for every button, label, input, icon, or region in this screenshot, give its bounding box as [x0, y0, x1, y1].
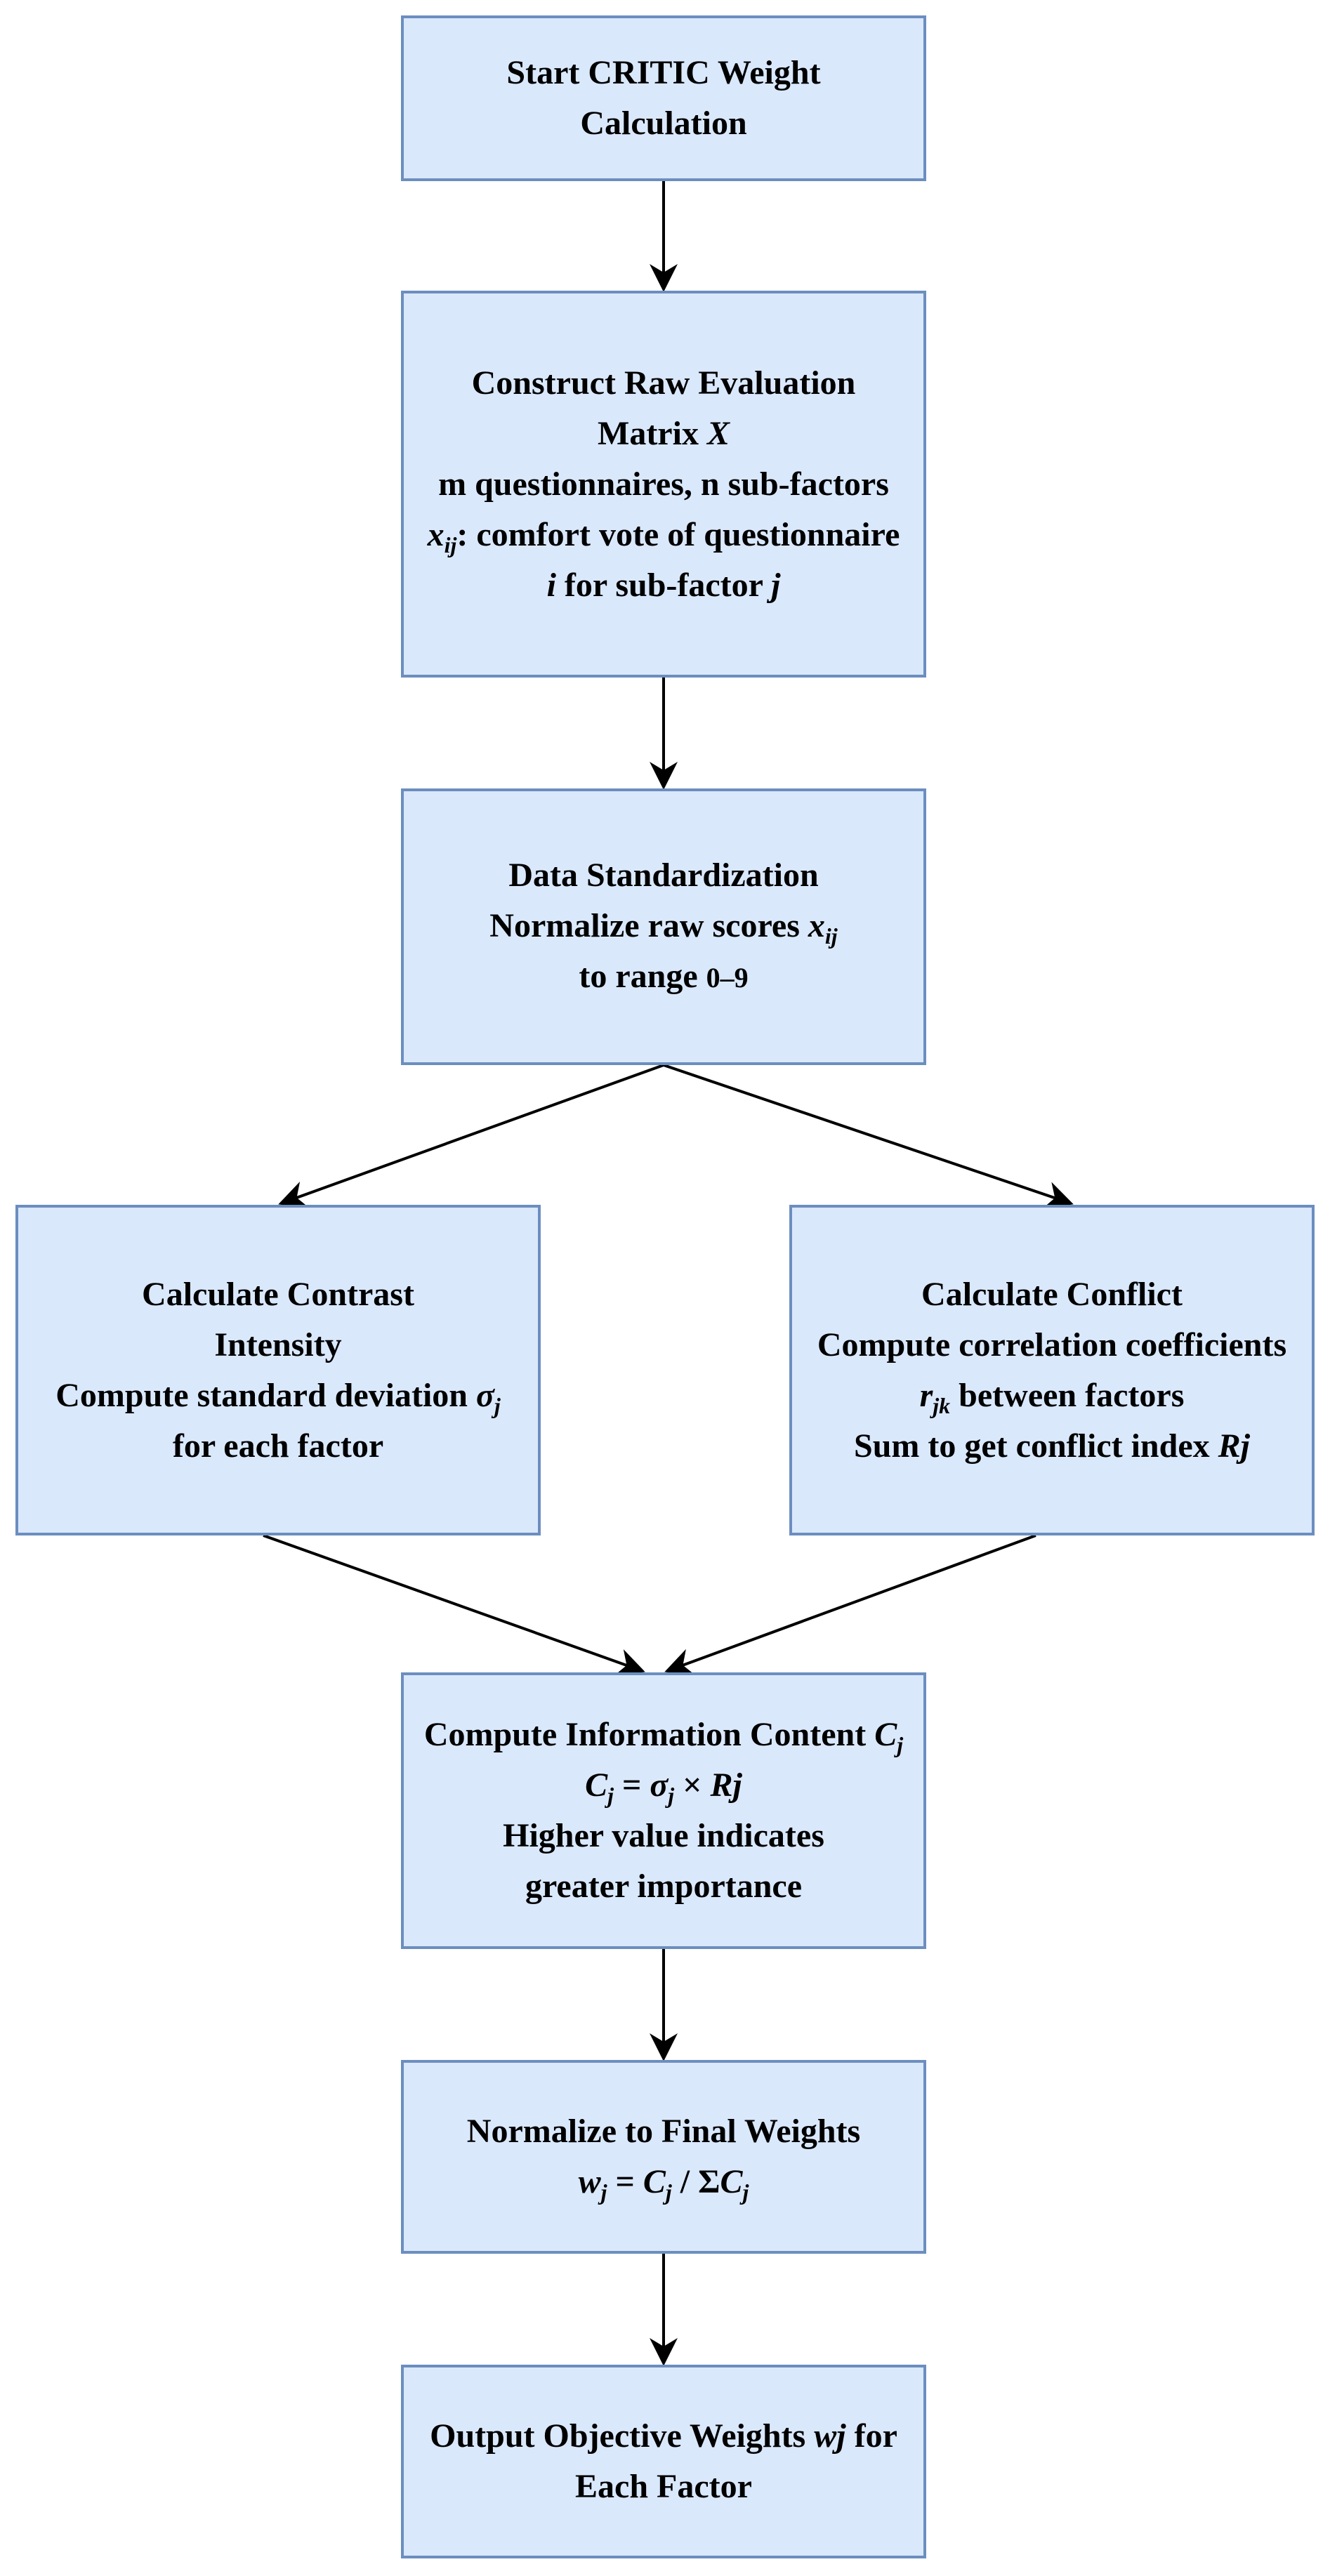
- normalize-weights-node: Normalize to Final Weights wj = Cj / ΣCj: [401, 2060, 926, 2254]
- information-equation: Cj = σj × Rj: [585, 1766, 742, 1808]
- start-node: Start CRITIC Weight Calculation: [401, 15, 926, 181]
- start-line-1: Start CRITIC Weight: [506, 54, 821, 91]
- arrow-standardize-to-conflict: [663, 1064, 1074, 1209]
- output-line-2: Each Factor: [575, 2468, 752, 2505]
- information-line-4: greater importance: [525, 1868, 803, 1905]
- construct-line-3: m questionnaires, n sub-factors: [438, 465, 889, 503]
- construct-line-2: Matrix X: [598, 414, 730, 452]
- output-weights-node: Output Objective Weights wj for Each Fac…: [401, 2365, 926, 2558]
- conflict-line-4: Sum to get conflict index Rj: [854, 1427, 1250, 1465]
- conflict-line-1: Calculate Conflict: [921, 1275, 1183, 1313]
- contrast-line-4: for each factor: [172, 1427, 384, 1465]
- standardization-line-1: Data Standardization: [508, 857, 819, 894]
- construct-line-1: Construct Raw Evaluation: [471, 364, 856, 402]
- contrast-intensity-node: Calculate Contrast Intensity Compute sta…: [15, 1205, 541, 1535]
- standardization-node: Data Standardization Normalize raw score…: [401, 788, 926, 1065]
- normalize-line-1: Normalize to Final Weights: [466, 2113, 861, 2150]
- output-line-1: Output Objective Weights wj for: [430, 2417, 897, 2455]
- construct-line-5: i for sub-factor j: [546, 566, 781, 604]
- conflict-line-2: Compute correlation coefficients: [817, 1326, 1287, 1363]
- arrow-conflict-to-information: [664, 1534, 1036, 1676]
- standardization-line-2: Normalize raw scores xij: [489, 907, 838, 949]
- standardization-line-3: to range 0–9: [579, 958, 749, 995]
- start-line-2: Calculation: [580, 105, 747, 142]
- construct-matrix-node: Construct Raw Evaluation Matrix X m ques…: [401, 291, 926, 678]
- conflict-node: Calculate Conflict Compute correlation c…: [789, 1205, 1315, 1535]
- contrast-line-2: Intensity: [214, 1326, 342, 1363]
- normalize-equation: wj = Cj / ΣCj: [578, 2163, 749, 2205]
- arrow-contrast-to-information: [263, 1534, 645, 1676]
- information-line-3: Higher value indicates: [503, 1817, 824, 1854]
- contrast-line-3: Compute standard deviation σj: [55, 1376, 501, 1418]
- information-content-node: Compute Information Content Cj Cj = σj ×…: [401, 1672, 926, 1949]
- arrow-standardize-to-contrast: [278, 1064, 664, 1208]
- conflict-line-3: rjk between factors: [919, 1376, 1185, 1418]
- construct-line-4: xij: comfort vote of questionnaire: [427, 515, 900, 557]
- information-line-1: Compute Information Content Cj: [423, 1716, 904, 1757]
- contrast-line-1: Calculate Contrast: [142, 1275, 414, 1313]
